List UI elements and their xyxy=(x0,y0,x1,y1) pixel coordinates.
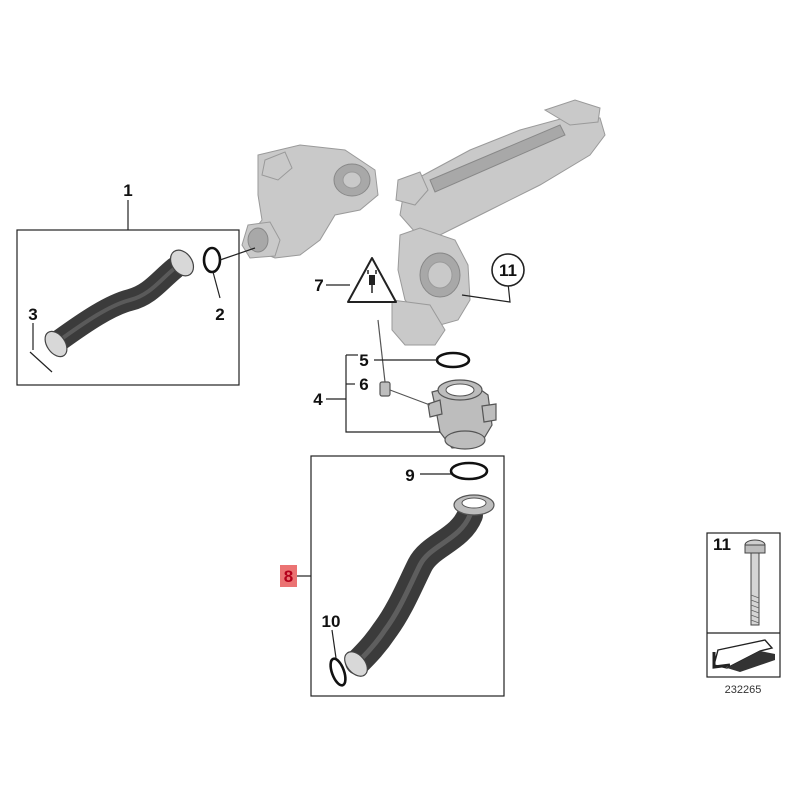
callout-9: 9 xyxy=(405,466,414,485)
charge-air-hose-1 xyxy=(44,249,195,358)
callout-2: 2 xyxy=(215,305,224,324)
callout-11-inset: 11 xyxy=(713,535,731,554)
leader-lines xyxy=(32,200,511,659)
turbocharger-ghost xyxy=(241,144,379,259)
diagram-number: 232265 xyxy=(725,684,762,696)
plug-connector-warning-icon xyxy=(347,257,397,303)
callout-8-highlight: 8 xyxy=(280,565,297,587)
sensor-6 xyxy=(377,319,431,406)
callout-7: 7 xyxy=(314,276,323,295)
callout-11-circle: 11 xyxy=(491,253,525,287)
air-flow-sensor-4 xyxy=(427,379,497,450)
callout-3: 3 xyxy=(28,305,37,324)
bolt-inset: 11 xyxy=(706,532,781,678)
sealing-ring-5 xyxy=(435,351,471,369)
callout-6: 6 xyxy=(359,375,368,394)
sealing-ring-3 xyxy=(29,351,53,373)
sealing-ring-10 xyxy=(329,657,347,687)
sealing-ring-2 xyxy=(202,246,222,274)
callout-5: 5 xyxy=(359,351,368,370)
callout-10: 10 xyxy=(322,612,341,631)
callout-1: 1 xyxy=(123,181,132,200)
charge-air-hose-8 xyxy=(344,494,495,677)
bolt-icon xyxy=(744,539,766,626)
callout-11: 11 xyxy=(499,261,517,280)
sealing-ring-9 xyxy=(449,461,489,481)
replace-arrow-icon xyxy=(712,639,775,672)
callout-4: 4 xyxy=(313,390,323,409)
intake-manifold-ghost xyxy=(391,99,606,346)
callout-8: 8 xyxy=(284,567,293,586)
